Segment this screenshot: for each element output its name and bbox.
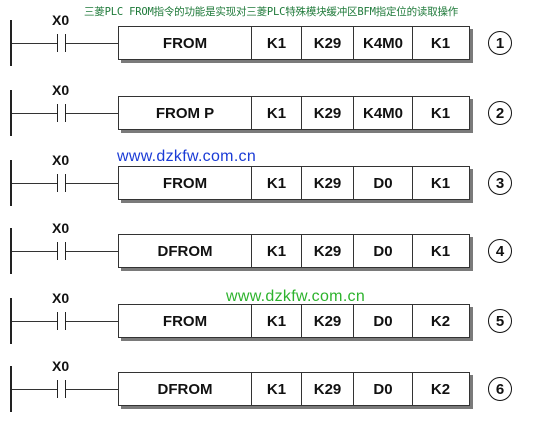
operand-cell: D0 <box>354 167 413 199</box>
contact-label: X0 <box>52 12 70 28</box>
wire <box>12 321 57 322</box>
power-rail <box>10 160 12 206</box>
operand-cell: K4M0 <box>354 97 413 129</box>
instruction-name: FROM <box>119 27 252 59</box>
rung-number-badge: 2 <box>488 101 512 125</box>
power-rail <box>10 90 12 136</box>
wire <box>12 113 57 114</box>
operand-cell: K1 <box>252 27 302 59</box>
power-rail <box>10 366 12 412</box>
normally-open-contact <box>57 312 66 330</box>
contact-label: X0 <box>52 82 70 98</box>
diagram-caption: 三菱PLC FROM指令的功能是实现对三菱PLC特殊模块缓冲区BFM指定位的读取… <box>84 6 459 18</box>
rung-number-badge: 6 <box>488 377 512 401</box>
wire <box>12 183 57 184</box>
operand-cell: K1 <box>430 104 451 122</box>
instruction-name: DFROM <box>119 373 252 405</box>
instruction-name: DFROM <box>119 235 252 267</box>
normally-open-contact <box>57 104 66 122</box>
operand-cell: D0 <box>354 235 413 267</box>
wire <box>12 43 57 44</box>
operand-cell: K29 <box>302 27 354 59</box>
rung-number-badge: 1 <box>488 31 512 55</box>
operand-cell: K1 <box>252 235 302 267</box>
contact-label: X0 <box>52 220 70 236</box>
power-rail <box>10 298 12 344</box>
operand-cell: K29 <box>302 373 354 405</box>
operand-cell: K2 <box>430 380 451 398</box>
watermark-text: www.dzkfw.com.cn <box>226 288 366 305</box>
operand-cell: K29 <box>302 235 354 267</box>
wire <box>66 389 118 390</box>
operand-cell: K29 <box>302 305 354 337</box>
contact-label: X0 <box>52 358 70 374</box>
operand-cell: K2 <box>430 312 451 330</box>
normally-open-contact <box>57 380 66 398</box>
instruction-name: FROM <box>119 305 252 337</box>
operand-cell: K1 <box>430 174 451 192</box>
power-rail <box>10 20 12 66</box>
operand-cell: K4M0 <box>354 27 413 59</box>
wire <box>12 389 57 390</box>
operand-cell: K29 <box>302 167 354 199</box>
rung-number-badge: 5 <box>488 309 512 333</box>
operand-cell: K29 <box>302 97 354 129</box>
wire <box>66 251 118 252</box>
operand-cell: K1 <box>252 305 302 337</box>
operand-cell: K1 <box>252 167 302 199</box>
normally-open-contact <box>57 174 66 192</box>
operand-cell: K1 <box>252 373 302 405</box>
wire <box>66 113 118 114</box>
instruction-name: FROM P <box>119 97 252 129</box>
power-rail <box>10 228 12 274</box>
normally-open-contact <box>57 242 66 260</box>
operand-cell: D0 <box>354 305 413 337</box>
wire <box>66 183 118 184</box>
operand-cell: D0 <box>354 373 413 405</box>
wire <box>66 321 118 322</box>
contact-label: X0 <box>52 290 70 306</box>
operand-cell: K1 <box>252 97 302 129</box>
operand-cell: K1 <box>430 34 451 52</box>
rung-number-badge: 4 <box>488 239 512 263</box>
instruction-name: FROM <box>119 167 252 199</box>
rung-number-badge: 3 <box>488 171 512 195</box>
wire <box>66 43 118 44</box>
contact-label: X0 <box>52 152 70 168</box>
normally-open-contact <box>57 34 66 52</box>
wire <box>12 251 57 252</box>
watermark-text: www.dzkfw.com.cn <box>117 148 257 165</box>
operand-cell: K1 <box>430 242 451 260</box>
